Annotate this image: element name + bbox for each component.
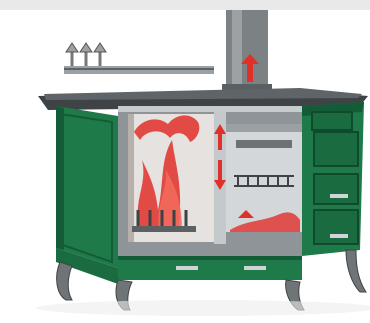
flue-channel bbox=[214, 112, 226, 244]
top-band bbox=[0, 0, 370, 10]
ground-shadow bbox=[36, 300, 370, 316]
left-side-panel bbox=[56, 106, 118, 268]
firebox-cutaway bbox=[128, 114, 214, 242]
chimney-pipe bbox=[222, 10, 272, 94]
oven-compartment bbox=[226, 124, 302, 232]
back-rail bbox=[64, 43, 214, 74]
right-side-panel bbox=[302, 102, 364, 256]
